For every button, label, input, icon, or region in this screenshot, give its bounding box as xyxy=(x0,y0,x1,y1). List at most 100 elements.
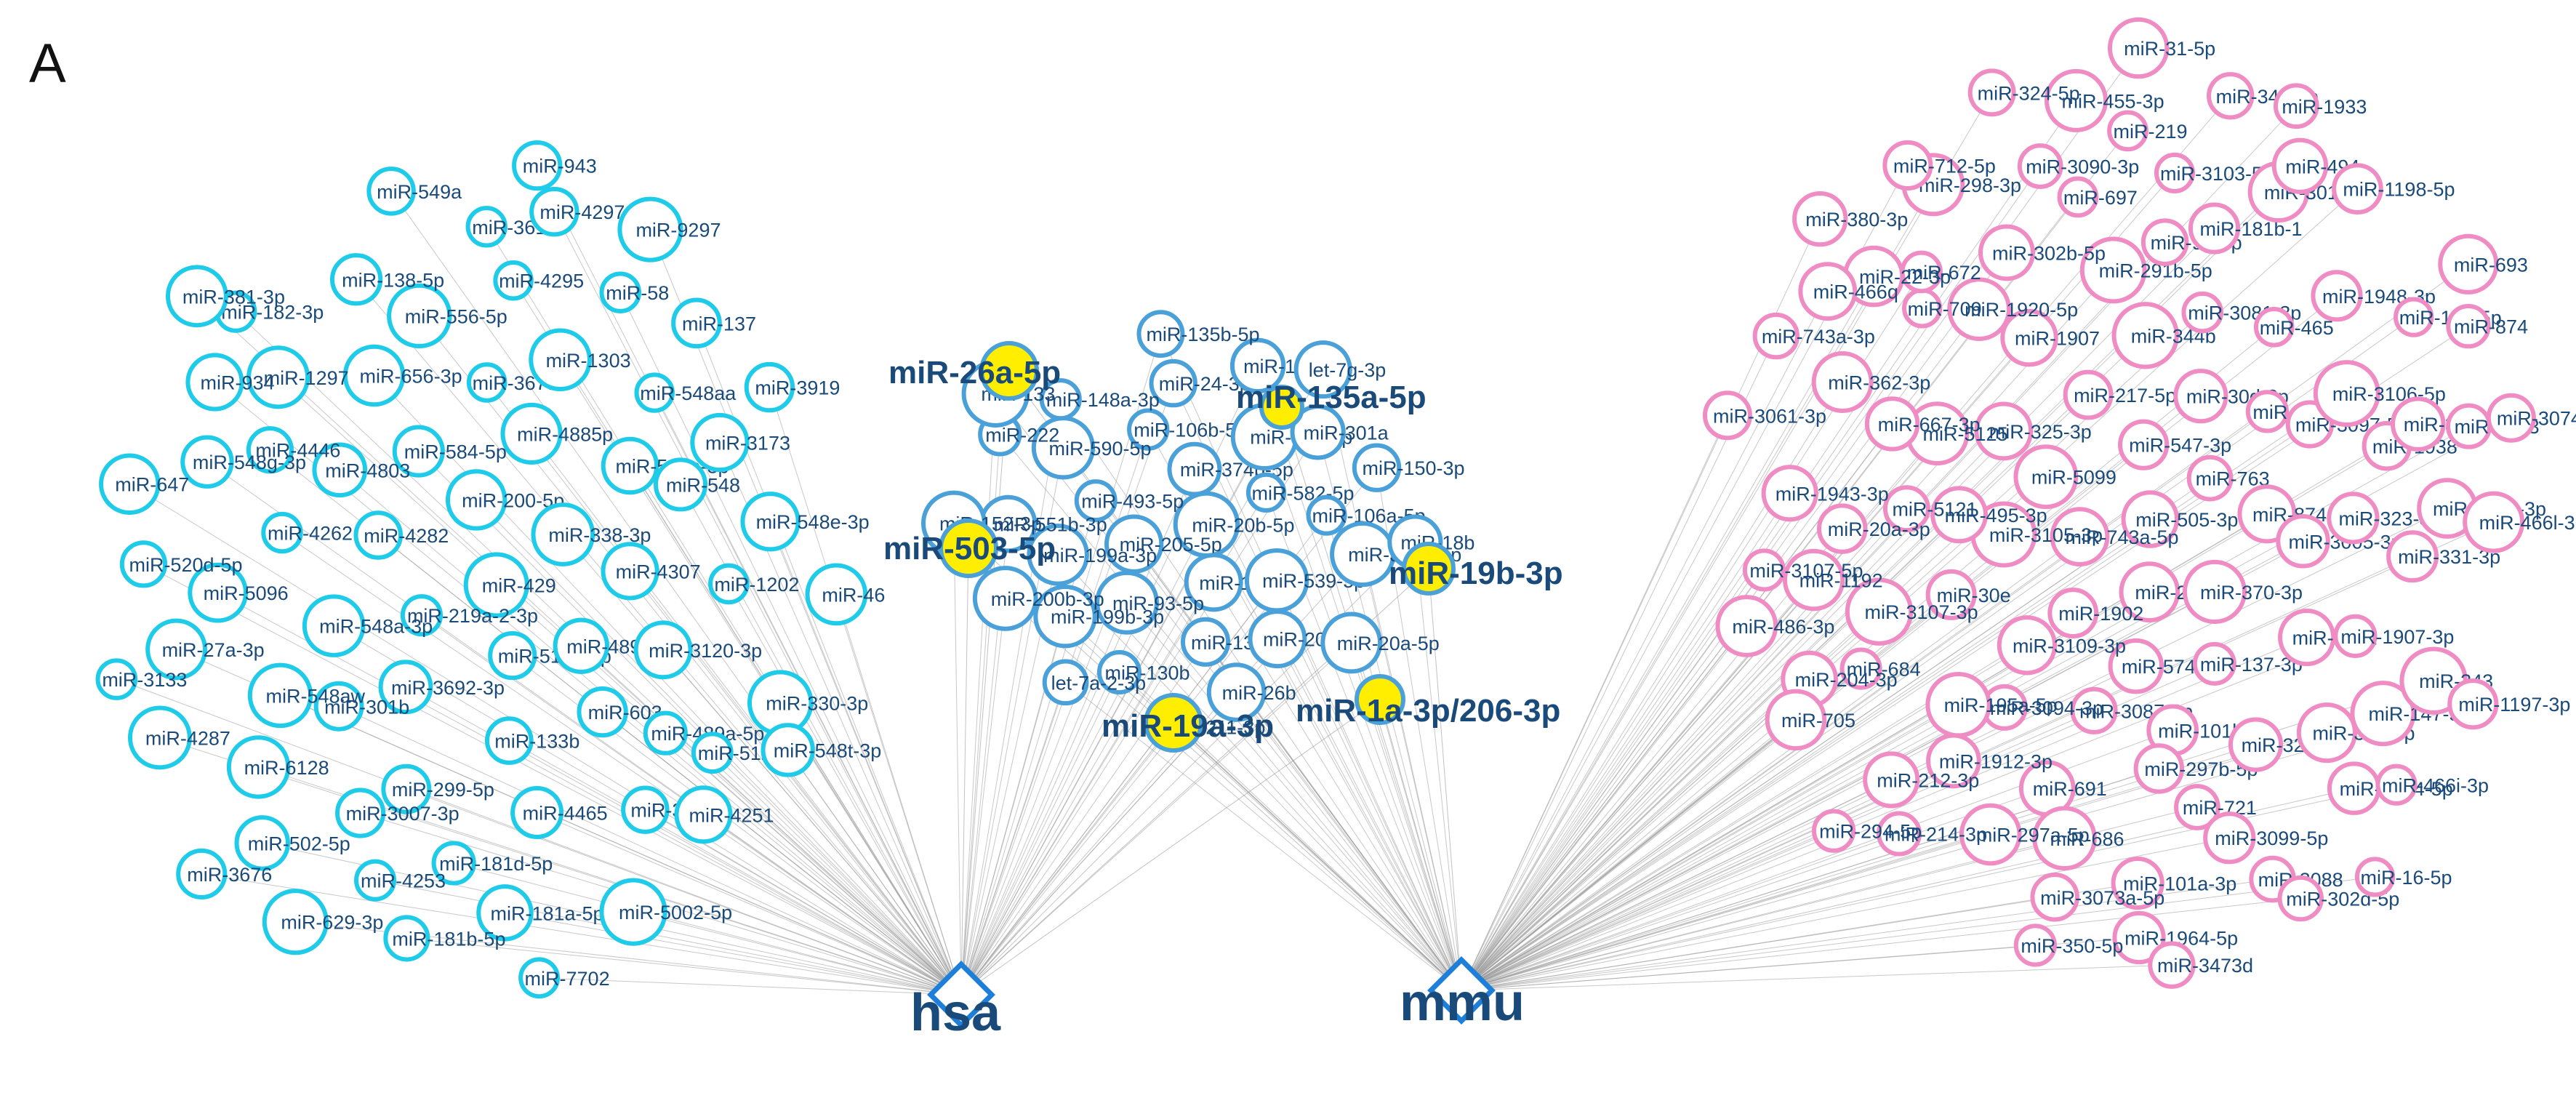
hsa-node[interactable] xyxy=(335,788,386,838)
hsa-node[interactable] xyxy=(476,884,534,942)
mmu-node[interactable] xyxy=(1798,262,1858,321)
mmu-node[interactable] xyxy=(2394,297,2434,337)
hsa-node[interactable] xyxy=(262,889,329,955)
mmu-node[interactable] xyxy=(2463,491,2525,553)
mmu-node[interactable] xyxy=(2118,419,2170,470)
hsa-node[interactable] xyxy=(246,426,294,474)
hsa-node[interactable] xyxy=(400,594,444,637)
mmu-node[interactable] xyxy=(1947,277,2011,341)
mmu-node[interactable] xyxy=(2154,152,2196,193)
mmu-node[interactable] xyxy=(2278,608,2336,667)
mmu-node[interactable] xyxy=(2277,875,2324,922)
hsa-node[interactable] xyxy=(466,362,507,403)
hsa-node[interactable] xyxy=(633,620,693,680)
mmu-node[interactable] xyxy=(1925,569,1977,620)
mmu-node[interactable] xyxy=(2107,110,2148,152)
mmu-node[interactable] xyxy=(1978,224,2035,281)
mmu-node[interactable] xyxy=(1783,548,1845,612)
hsa-node[interactable] xyxy=(601,436,659,495)
mmu-node[interactable] xyxy=(2203,812,2256,865)
mmu-node[interactable] xyxy=(2188,202,2241,255)
hsa-node[interactable] xyxy=(671,297,722,349)
mmu-node[interactable] xyxy=(1877,811,1922,857)
mmu-node[interactable] xyxy=(1863,751,1920,809)
hsa-node[interactable] xyxy=(354,859,397,902)
mmu-node[interactable] xyxy=(2354,857,2396,897)
mmu-node[interactable] xyxy=(2057,176,2099,218)
hsa-node[interactable] xyxy=(463,552,529,618)
mmu-node[interactable] xyxy=(1715,595,1778,657)
mmu-node[interactable] xyxy=(2228,717,2284,772)
mmu-node[interactable] xyxy=(2045,68,2108,132)
mmu-node[interactable] xyxy=(2375,764,2417,806)
common-node[interactable] xyxy=(1180,617,1231,667)
common-node[interactable] xyxy=(1184,553,1243,612)
mmu-node[interactable] xyxy=(2173,369,2228,424)
hsa-node[interactable] xyxy=(431,841,476,886)
hsa-node[interactable] xyxy=(601,542,659,601)
hsa-node[interactable] xyxy=(234,815,290,871)
mmu-node[interactable] xyxy=(1811,809,1856,853)
mmu-node[interactable] xyxy=(2047,588,2099,638)
mmu-node[interactable] xyxy=(2013,923,2057,967)
common-node[interactable] xyxy=(1293,340,1352,399)
mmu-node[interactable] xyxy=(2121,490,2180,548)
mmu-node[interactable] xyxy=(1761,465,1818,522)
mmu-node[interactable] xyxy=(2446,304,2491,349)
hsa-node[interactable] xyxy=(188,562,249,623)
mmu-node[interactable] xyxy=(2070,686,2118,734)
hsa-node[interactable] xyxy=(805,563,868,626)
mmu-node[interactable] xyxy=(1702,390,1752,441)
hsa-node[interactable] xyxy=(312,442,368,498)
mmu-node[interactable] xyxy=(2486,393,2536,443)
mmu-node[interactable] xyxy=(2174,784,2220,830)
hsa-node[interactable] xyxy=(366,167,416,216)
mmu-node[interactable] xyxy=(2079,236,2147,304)
mmu-node[interactable] xyxy=(1997,615,2058,676)
hsa-node[interactable] xyxy=(553,617,609,674)
common-node[interactable] xyxy=(1095,570,1159,635)
common-node[interactable] xyxy=(1033,584,1097,649)
hub-node-mmu[interactable] xyxy=(1427,956,1496,1025)
hsa-node[interactable] xyxy=(119,540,168,588)
mmu-node[interactable] xyxy=(1792,191,1848,247)
mmu-node[interactable] xyxy=(2438,233,2499,294)
mmu-node[interactable] xyxy=(2017,143,2063,189)
hsa-node[interactable] xyxy=(95,658,138,700)
hsa-node[interactable] xyxy=(176,848,228,899)
mmu-node[interactable] xyxy=(2271,137,2329,194)
common-node[interactable] xyxy=(972,566,1038,631)
highlight-node-2[interactable] xyxy=(939,518,998,578)
mmu-node[interactable] xyxy=(2063,369,2114,420)
mmu-node[interactable] xyxy=(1839,647,1882,690)
mmu-node[interactable] xyxy=(1817,503,1868,554)
mmu-node[interactable] xyxy=(2313,360,2380,428)
hsa-node[interactable] xyxy=(708,563,750,605)
mmu-node[interactable] xyxy=(2050,507,2110,567)
mmu-node[interactable] xyxy=(2332,163,2383,215)
mmu-node[interactable] xyxy=(2386,530,2439,583)
hsa-node[interactable] xyxy=(740,492,801,552)
mmu-node[interactable] xyxy=(2133,743,2185,794)
hsa-node[interactable] xyxy=(261,511,303,554)
hsa-node[interactable] xyxy=(510,785,564,839)
mmu-node[interactable] xyxy=(1882,485,1930,533)
hsa-node[interactable] xyxy=(226,735,291,799)
hsa-node[interactable] xyxy=(493,260,534,301)
hsa-node[interactable] xyxy=(599,271,641,313)
hsa-node[interactable] xyxy=(445,469,507,531)
hsa-node[interactable] xyxy=(617,196,683,263)
common-node[interactable] xyxy=(1096,650,1142,695)
hsa-node[interactable] xyxy=(599,878,667,946)
hsa-node[interactable] xyxy=(653,457,708,512)
mmu-node[interactable] xyxy=(1752,312,1799,360)
mmu-node[interactable] xyxy=(1864,396,1920,452)
hsa-node[interactable] xyxy=(165,265,228,328)
hsa-node[interactable] xyxy=(621,785,670,834)
mmu-node[interactable] xyxy=(2119,561,2180,623)
hsa-node[interactable] xyxy=(180,435,234,489)
hsa-node[interactable] xyxy=(465,206,507,248)
mmu-node[interactable] xyxy=(2333,614,2378,658)
mmu-node[interactable] xyxy=(2140,218,2189,266)
hsa-node[interactable] xyxy=(531,502,595,566)
